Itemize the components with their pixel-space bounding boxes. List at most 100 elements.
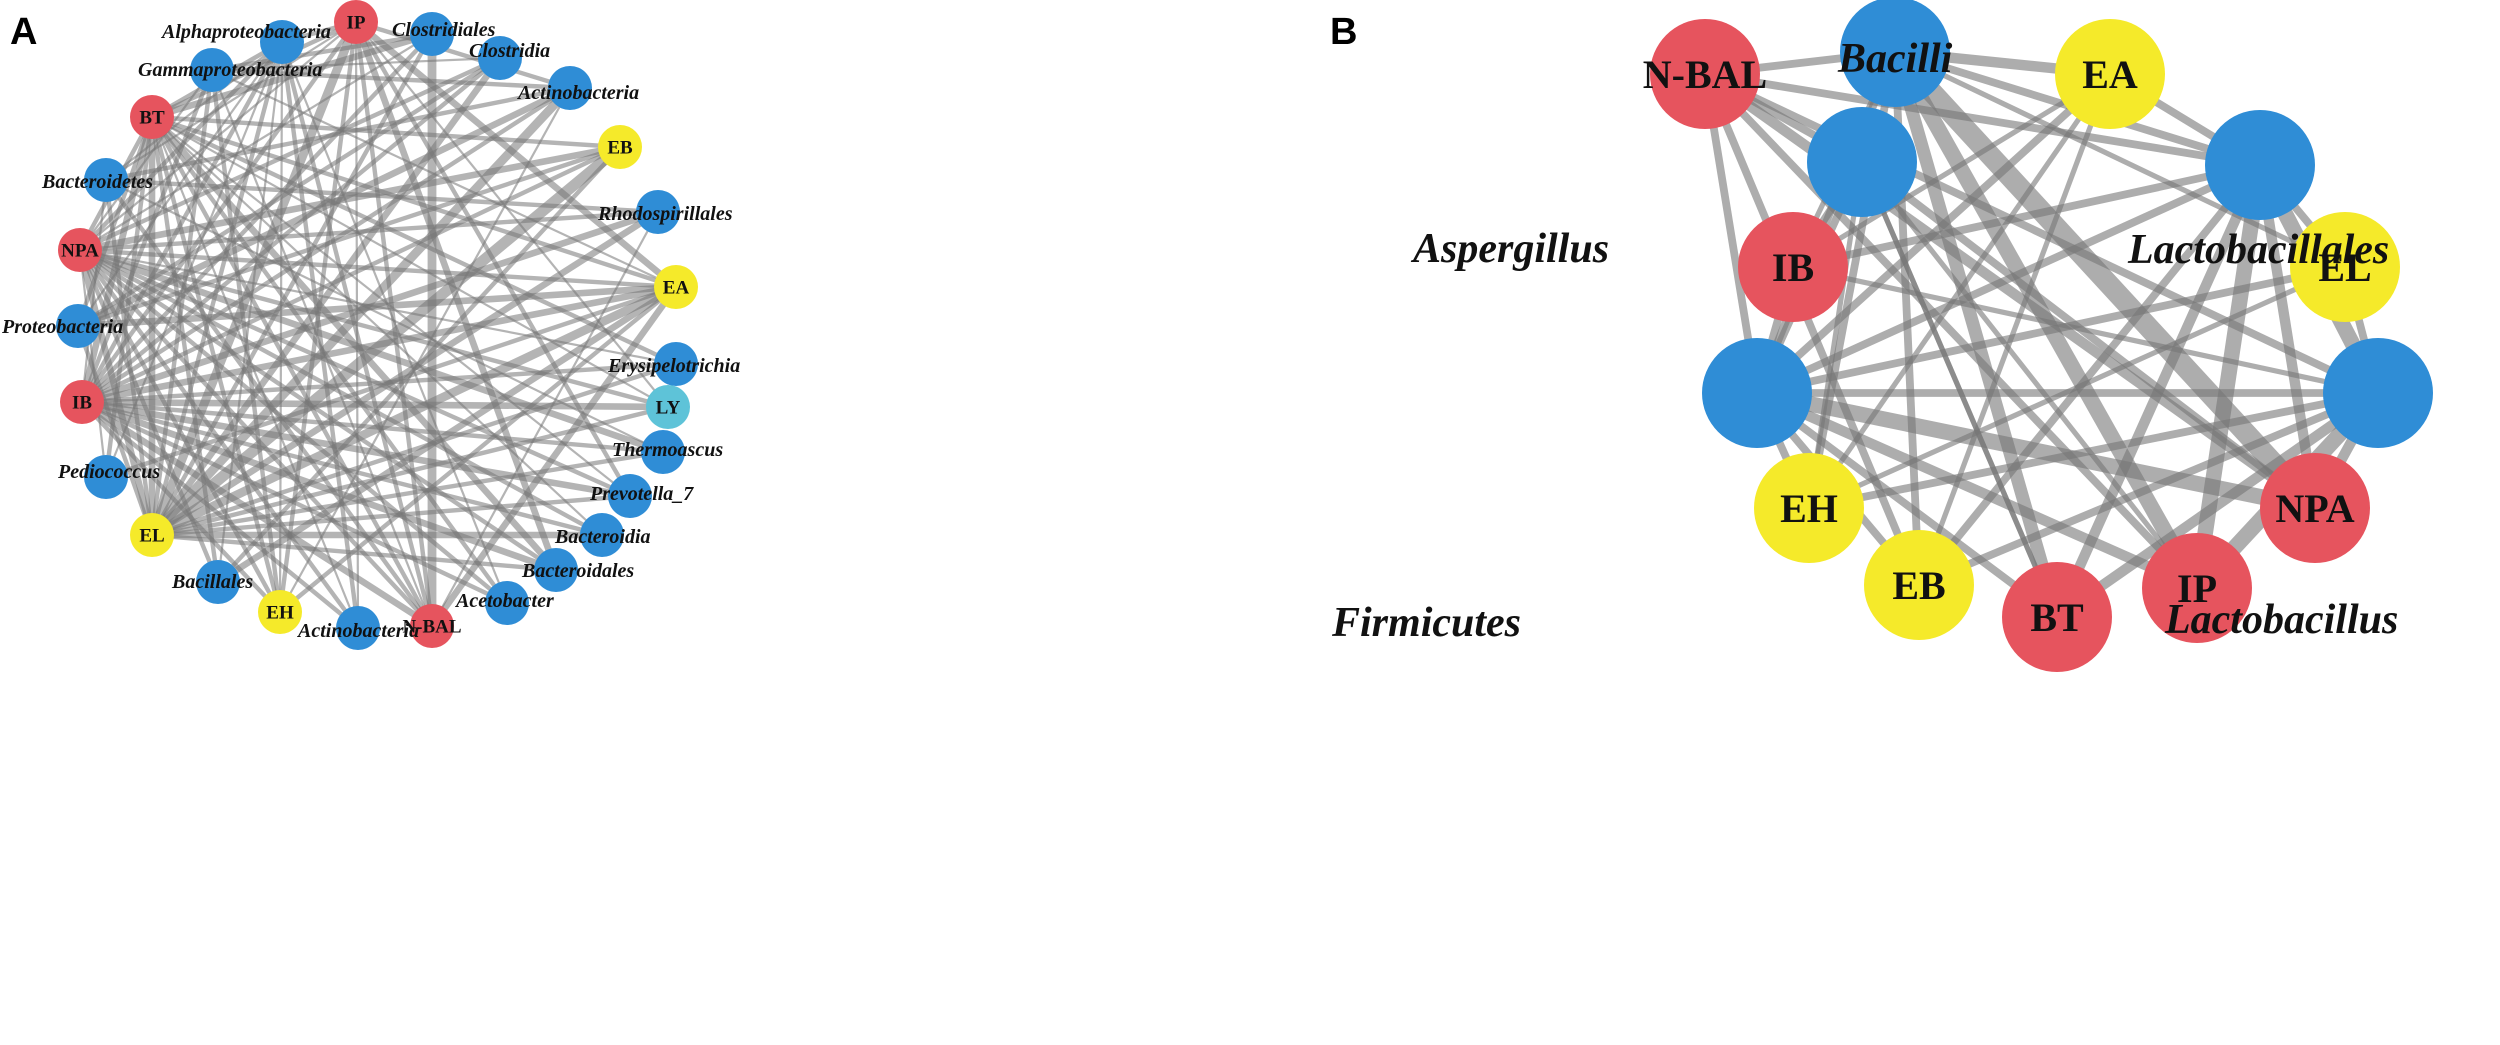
panel-a-node-label-clostridia: Clostridia <box>469 40 550 62</box>
panel-a-node-label-actinobacteria: Actinobacteria <box>516 82 639 104</box>
panel-b-node-circle-ip <box>2142 533 2252 643</box>
panel-a-letter: A <box>10 11 37 53</box>
panel-a-node-circle-erysipelotrichia <box>654 342 698 386</box>
panel-b-node-circle-eb <box>1864 530 1974 640</box>
panel-a-edge-ib-bt <box>78 116 156 403</box>
panel-b-node-circle-bt <box>2002 562 2112 672</box>
panel-a-edge-actinobacteria-bacteroidetes <box>105 85 571 183</box>
panel-b-edge-bt-firmicutes <box>1754 389 2060 621</box>
panel-b-node-npa-5: NPA <box>2260 453 2370 563</box>
panel-a-node-ib-20: IB <box>60 380 104 424</box>
panel-b-node-label-lactobacillus: Lactobacillus <box>2164 597 2398 643</box>
panel-b-edge-ea-ib <box>1791 71 2112 270</box>
panel-a-node-circle-prevotella-7 <box>608 474 652 518</box>
panel-a-edges <box>75 19 679 630</box>
panel-b-letter: B <box>1330 11 1357 53</box>
panel-b-node-circle-ea <box>2055 19 2165 129</box>
panel-b-edges <box>1701 44 2385 622</box>
panel-a-node-circle-ib <box>60 380 104 424</box>
panel-a-edge-n-bal-bt <box>150 115 434 628</box>
panel-a-node-label-ea: EA <box>663 278 690 299</box>
panel-b-edge-lactobacillales-firmicutes <box>1755 161 2262 397</box>
panel-a-node-label-alphaproteobacteria: Alphaproteobacteria <box>160 21 331 43</box>
panel-a-node-label-bacteroidia: Bacteroidia <box>554 526 651 548</box>
panel-a-node-circle-proteobacteria <box>56 304 100 348</box>
panel-a-edge-npa-alphaproteobacteria <box>78 40 284 252</box>
panel-a-edge-rhodospirillales-n-bal <box>431 211 659 627</box>
panel-b-node-circle-lactobacillus <box>2323 338 2433 448</box>
panel-b-node-circle-eh <box>1754 453 1864 563</box>
panel-a-edge-eh-alphaproteobacteria <box>278 41 284 613</box>
panel-a-edge-eh-bt <box>149 116 283 613</box>
panel-a-node-bacteroidetes-23 <box>84 158 128 202</box>
panel-a-node-erysipelotrichia-7 <box>654 342 698 386</box>
panel-b-edge-ip-firmicutes <box>1754 388 2200 593</box>
panel-a-node-label-bacteroidales: Bacteroidales <box>521 560 634 582</box>
panel-a-node-circle-ip <box>334 0 378 44</box>
panel-a-node-label-rhodospirillales: Rhodospirillales <box>597 203 733 225</box>
panel-a-node-n-bal-14: N-BAL <box>402 604 462 648</box>
panel-a-node-npa-22: NPA <box>58 228 102 272</box>
panel-b-node-label-bt: BT <box>2030 595 2084 640</box>
panel-b-node-label-lactobacillales: Lactobacillales <box>2127 227 2389 273</box>
panel-a-edge-thermoascus-ib <box>81 399 664 455</box>
panel-a-node-label-bacteroidetes: Bacteroidetes <box>41 171 153 193</box>
panel-a-edge-bacteroidia-npa <box>78 248 604 537</box>
panel-a-node-circle-clostridia <box>478 36 522 80</box>
panel-a-edge-prevotella-7-npa <box>79 247 631 499</box>
panel-a-node-clostridia-2 <box>478 36 522 80</box>
panel-a-edge-eb-bt <box>151 114 621 150</box>
panel-a-node-circle-eh <box>258 590 302 634</box>
panel-a-edge-actinobacteria-alphaproteobacteria <box>279 41 361 629</box>
panel-a-node-bacteroidia-11 <box>580 513 624 557</box>
panel-a-edge-erysipelotrichia-npa <box>79 248 677 366</box>
panel-a-node-circle-bt <box>130 95 174 139</box>
panel-b-node-ip-6: IP <box>2142 533 2252 643</box>
panel-a-node-actinobacteria-15 <box>336 606 380 650</box>
panel-b-node-bacilli-0 <box>1840 0 1950 107</box>
panel-a-edge-acetobacter-alphaproteobacteria <box>280 41 509 604</box>
panel-a-node-circle-el <box>130 513 174 557</box>
panel-b-edge-eh-aspergillus <box>1806 161 1865 509</box>
panel-b-node-eh-9: EH <box>1754 453 1864 563</box>
panel-a-node-circle-gammaproteobacteria <box>190 48 234 92</box>
panel-b-node-label-eh: EH <box>1780 486 1838 531</box>
panel-b-edge-lactobacillales-npa <box>2254 164 2321 509</box>
panel-a-edge-bacteroidales-el <box>151 532 557 573</box>
panel-b-edge-eb-n-bal <box>1701 72 1923 587</box>
panel-a-edge-ib-alphaproteobacteria <box>80 40 284 404</box>
panel-b-node-circle-el <box>2290 212 2400 322</box>
panel-a-node-label-clostridiales: Clostridiales <box>392 19 496 41</box>
panel-a-node-label-eh: EH <box>266 603 294 624</box>
panel-a-network: A IPEBEALYN-BALEHELIBNPABTClostridialesC… <box>1 0 740 650</box>
panel-a-node-circle-thermoascus <box>641 430 685 474</box>
panel-a-edge-rhodospirillales-el <box>150 209 660 538</box>
panel-b-edge-lactobacillales-eb <box>1915 162 2264 588</box>
panel-a-node-pediococcus-19 <box>84 455 128 499</box>
panel-b-edge-aspergillus-bt <box>1859 160 2060 619</box>
panel-a-node-circle-alphaproteobacteria <box>260 20 304 64</box>
panel-b-node-el-3: EL <box>2290 212 2400 322</box>
panel-b-node-label-ea: EA <box>2082 52 2138 97</box>
panel-a-node-circle-rhodospirillales <box>636 190 680 234</box>
panel-b-node-label-n-bal: N-BAL <box>1643 52 1767 97</box>
panel-b-node-circle-bacilli <box>1840 0 1950 107</box>
panel-a-node-bacteroidales-12 <box>534 548 578 592</box>
panel-b-node-circle-aspergillus <box>1807 107 1917 217</box>
panel-a-node-gammaproteobacteria-25 <box>190 48 234 92</box>
panel-b-edge-bacilli-bt <box>1888 50 2064 619</box>
panel-a-edge-ip-actinobacteria <box>355 19 571 91</box>
panel-a-node-eb-4: EB <box>598 125 642 169</box>
panel-a-edge-actinobacteria-eh <box>279 87 571 613</box>
panel-a-edge-ip-ea <box>353 19 679 290</box>
panel-b-node-eb-8: EB <box>1864 530 1974 640</box>
panel-b-edge-lactobacillus-eb <box>1917 389 2380 589</box>
panel-a-node-circle-bacteroidales <box>534 548 578 592</box>
panel-b-edge-npa-n-bal <box>1701 69 2319 513</box>
panel-a-node-clostridiales-1 <box>410 12 454 56</box>
panel-b-edge-lactobacillus-eh <box>1808 389 2379 512</box>
